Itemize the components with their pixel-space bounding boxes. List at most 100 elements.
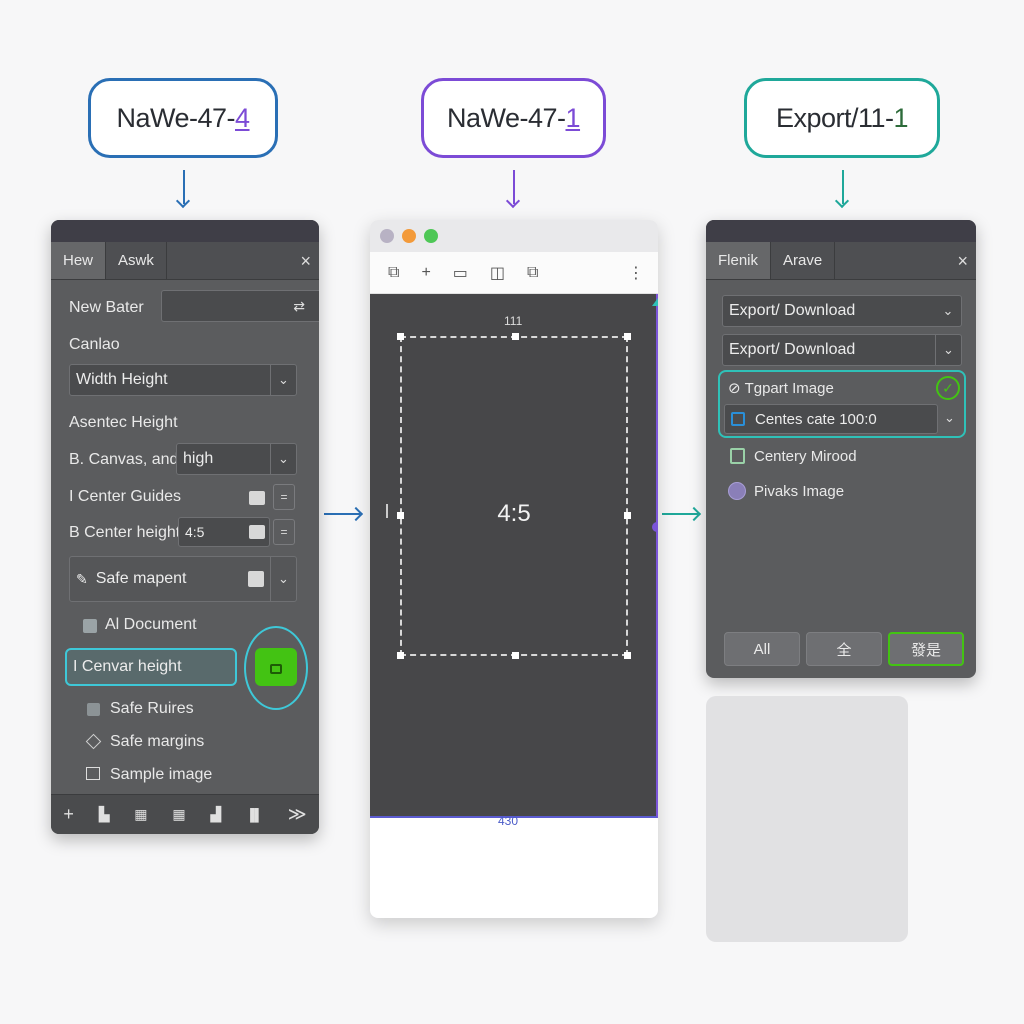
lock-icon bbox=[270, 664, 282, 674]
canvas-and-select[interactable]: high ⌄ bbox=[176, 443, 297, 475]
transform-icon[interactable]: ⧉ bbox=[388, 263, 400, 281]
middle-button[interactable]: 全 bbox=[806, 632, 882, 666]
window-close-dot[interactable] bbox=[380, 229, 394, 243]
crop-handle[interactable] bbox=[397, 333, 404, 340]
center-height-value: 4:5 bbox=[185, 524, 205, 540]
window-maximize-dot[interactable] bbox=[424, 229, 438, 243]
new-bater-input[interactable]: ⇄ bbox=[161, 290, 319, 322]
crop-handle[interactable] bbox=[397, 652, 404, 659]
add-icon[interactable]: + bbox=[421, 263, 431, 281]
target-image-option[interactable]: ⊘ Tgpart Image bbox=[728, 376, 834, 400]
step-label-3: Export/11-1 bbox=[744, 78, 940, 158]
grid-small-icon[interactable]: ▦ bbox=[172, 806, 186, 822]
step-label-accent: 1 bbox=[893, 102, 909, 133]
plus-icon[interactable]: + bbox=[63, 804, 74, 824]
split-icon[interactable]: ▐▌ bbox=[245, 807, 263, 822]
width-height-select[interactable]: Width Height ⌄ bbox=[69, 364, 297, 396]
close-icon[interactable]: × bbox=[300, 251, 311, 271]
crop-icon[interactable]: ▙ bbox=[98, 806, 110, 822]
center-height-toggle[interactable]: = bbox=[273, 519, 295, 545]
crop-handle[interactable] bbox=[512, 333, 519, 340]
crop-handle[interactable] bbox=[512, 652, 519, 659]
columns-icon[interactable]: ◫ bbox=[489, 264, 506, 282]
side-marker bbox=[386, 504, 388, 518]
center-height-swatch bbox=[249, 525, 265, 539]
crop-handle[interactable] bbox=[624, 652, 631, 659]
frame-icon[interactable]: ▭ bbox=[452, 264, 468, 282]
safe-mapent-row[interactable]: ✎ Safe mapent ⌄ bbox=[69, 556, 297, 602]
crop-handle[interactable] bbox=[624, 333, 631, 340]
tab-hew[interactable]: Hew bbox=[51, 242, 107, 279]
centery-mirood-label: Centery Mirood bbox=[754, 447, 857, 465]
asentec-height-label: Asentec Height bbox=[69, 414, 178, 431]
center-height-label: B Center height bbox=[69, 524, 181, 541]
pen-icon: ✎ bbox=[76, 570, 88, 587]
collapse-icon[interactable]: ≫ bbox=[287, 804, 307, 824]
export-select-1[interactable]: Export/ Download ⌄ bbox=[722, 295, 962, 327]
all-button[interactable]: All bbox=[724, 632, 800, 666]
center-guides-toggle[interactable]: = bbox=[273, 484, 295, 510]
step-label-text: NaWe-47- bbox=[116, 102, 235, 133]
panel-tabs: Hew Aswk × bbox=[51, 242, 319, 280]
sample-image-label: Sample image bbox=[110, 766, 213, 783]
import-icon[interactable]: ▟ bbox=[210, 806, 222, 822]
step-label-accent: 1 bbox=[565, 102, 581, 133]
export-options-highlight bbox=[718, 370, 966, 438]
arrow-down-icon bbox=[183, 170, 185, 204]
center-height-input[interactable]: 4:5 bbox=[178, 517, 270, 547]
canvas-toolbar: ⧉ + ▭ ◫ ⧉ ⋮ bbox=[370, 252, 658, 294]
link-icon[interactable]: ⧉ bbox=[527, 263, 539, 281]
export-select-2[interactable]: Export/ Download ⌄ bbox=[722, 334, 962, 366]
cenvar-height-field[interactable]: I Cenvar height bbox=[65, 648, 237, 686]
center-guides-swatch[interactable] bbox=[249, 491, 265, 505]
grid-icon[interactable]: ▦ bbox=[134, 806, 148, 822]
chevron-down-icon: ⌄ bbox=[270, 365, 296, 395]
center-guides-label: I Center Guides bbox=[69, 488, 182, 505]
export-confirm-button[interactable]: 發是 bbox=[888, 632, 964, 666]
chevron-down-icon: ⌄ bbox=[270, 557, 296, 601]
panel-footer-toolbar: + ▙ ▦ ▦ ▟ ▐▌ ≫ bbox=[51, 794, 319, 834]
adjust-icon: ⇄ bbox=[293, 297, 305, 314]
preview-placeholder bbox=[706, 696, 908, 942]
top-dimension-label: 111 bbox=[504, 314, 523, 328]
radio-icon[interactable] bbox=[728, 482, 746, 500]
more-icon[interactable]: ⋮ bbox=[628, 264, 644, 282]
document-icon bbox=[83, 619, 97, 633]
crop-handle[interactable] bbox=[624, 512, 631, 519]
target-image-label: Tgpart Image bbox=[744, 379, 834, 397]
safe-mapent-swatch bbox=[248, 571, 264, 587]
lock-highlight-ring bbox=[244, 626, 308, 710]
canvas-and-label: B. Canvas, and bbox=[69, 451, 179, 468]
centes-cate-select[interactable]: Centes cate 100:0 bbox=[724, 404, 938, 434]
resize-handle-top[interactable] bbox=[652, 298, 658, 306]
export-panel: Flenik Arave × Export/ Download ⌄ Export… bbox=[706, 220, 976, 678]
step-label-2: NaWe-47-1 bbox=[421, 78, 606, 158]
panel-tabs: Flenik Arave × bbox=[706, 242, 976, 280]
safe-ruires-label: Safe Ruires bbox=[110, 700, 194, 717]
step-label-text: NaWe-47- bbox=[446, 102, 566, 133]
crop-handle[interactable] bbox=[397, 512, 404, 519]
al-document-label: Al Document bbox=[105, 616, 197, 633]
check-circle-icon[interactable]: ✓ bbox=[936, 376, 960, 400]
crop-frame[interactable]: 4:5 bbox=[397, 333, 631, 659]
tab-flenik[interactable]: Flenik bbox=[706, 242, 772, 279]
chevron-down-icon: ⌄ bbox=[942, 303, 954, 318]
artboard[interactable]: 111 4:5 430 bbox=[370, 294, 658, 828]
canvas-window: ⧉ + ▭ ◫ ⧉ ⋮ 111 4:5 430 bbox=[370, 220, 658, 918]
tab-arave[interactable]: Arave bbox=[771, 242, 836, 279]
close-icon[interactable]: × bbox=[957, 251, 968, 271]
safe-mapent-label: Safe mapent bbox=[95, 570, 187, 587]
step-label-accent: 4 bbox=[235, 102, 250, 133]
checkbox-icon bbox=[731, 412, 745, 426]
resize-handle-right[interactable] bbox=[652, 522, 658, 532]
width-height-value: Width Height bbox=[76, 371, 168, 388]
tab-aswk[interactable]: Aswk bbox=[106, 242, 167, 279]
export-select-1-value: Export/ Download bbox=[729, 302, 856, 319]
pivaks-image-label: Pivaks Image bbox=[754, 482, 845, 500]
window-minimize-dot[interactable] bbox=[402, 229, 416, 243]
lock-button[interactable] bbox=[255, 648, 297, 686]
panel-header-bar bbox=[51, 220, 319, 242]
chevron-down-icon: ⌄ bbox=[935, 335, 961, 365]
centes-cate-value: Centes cate 100:0 bbox=[755, 410, 877, 428]
chevron-down-icon[interactable]: ⌄ bbox=[944, 410, 955, 425]
